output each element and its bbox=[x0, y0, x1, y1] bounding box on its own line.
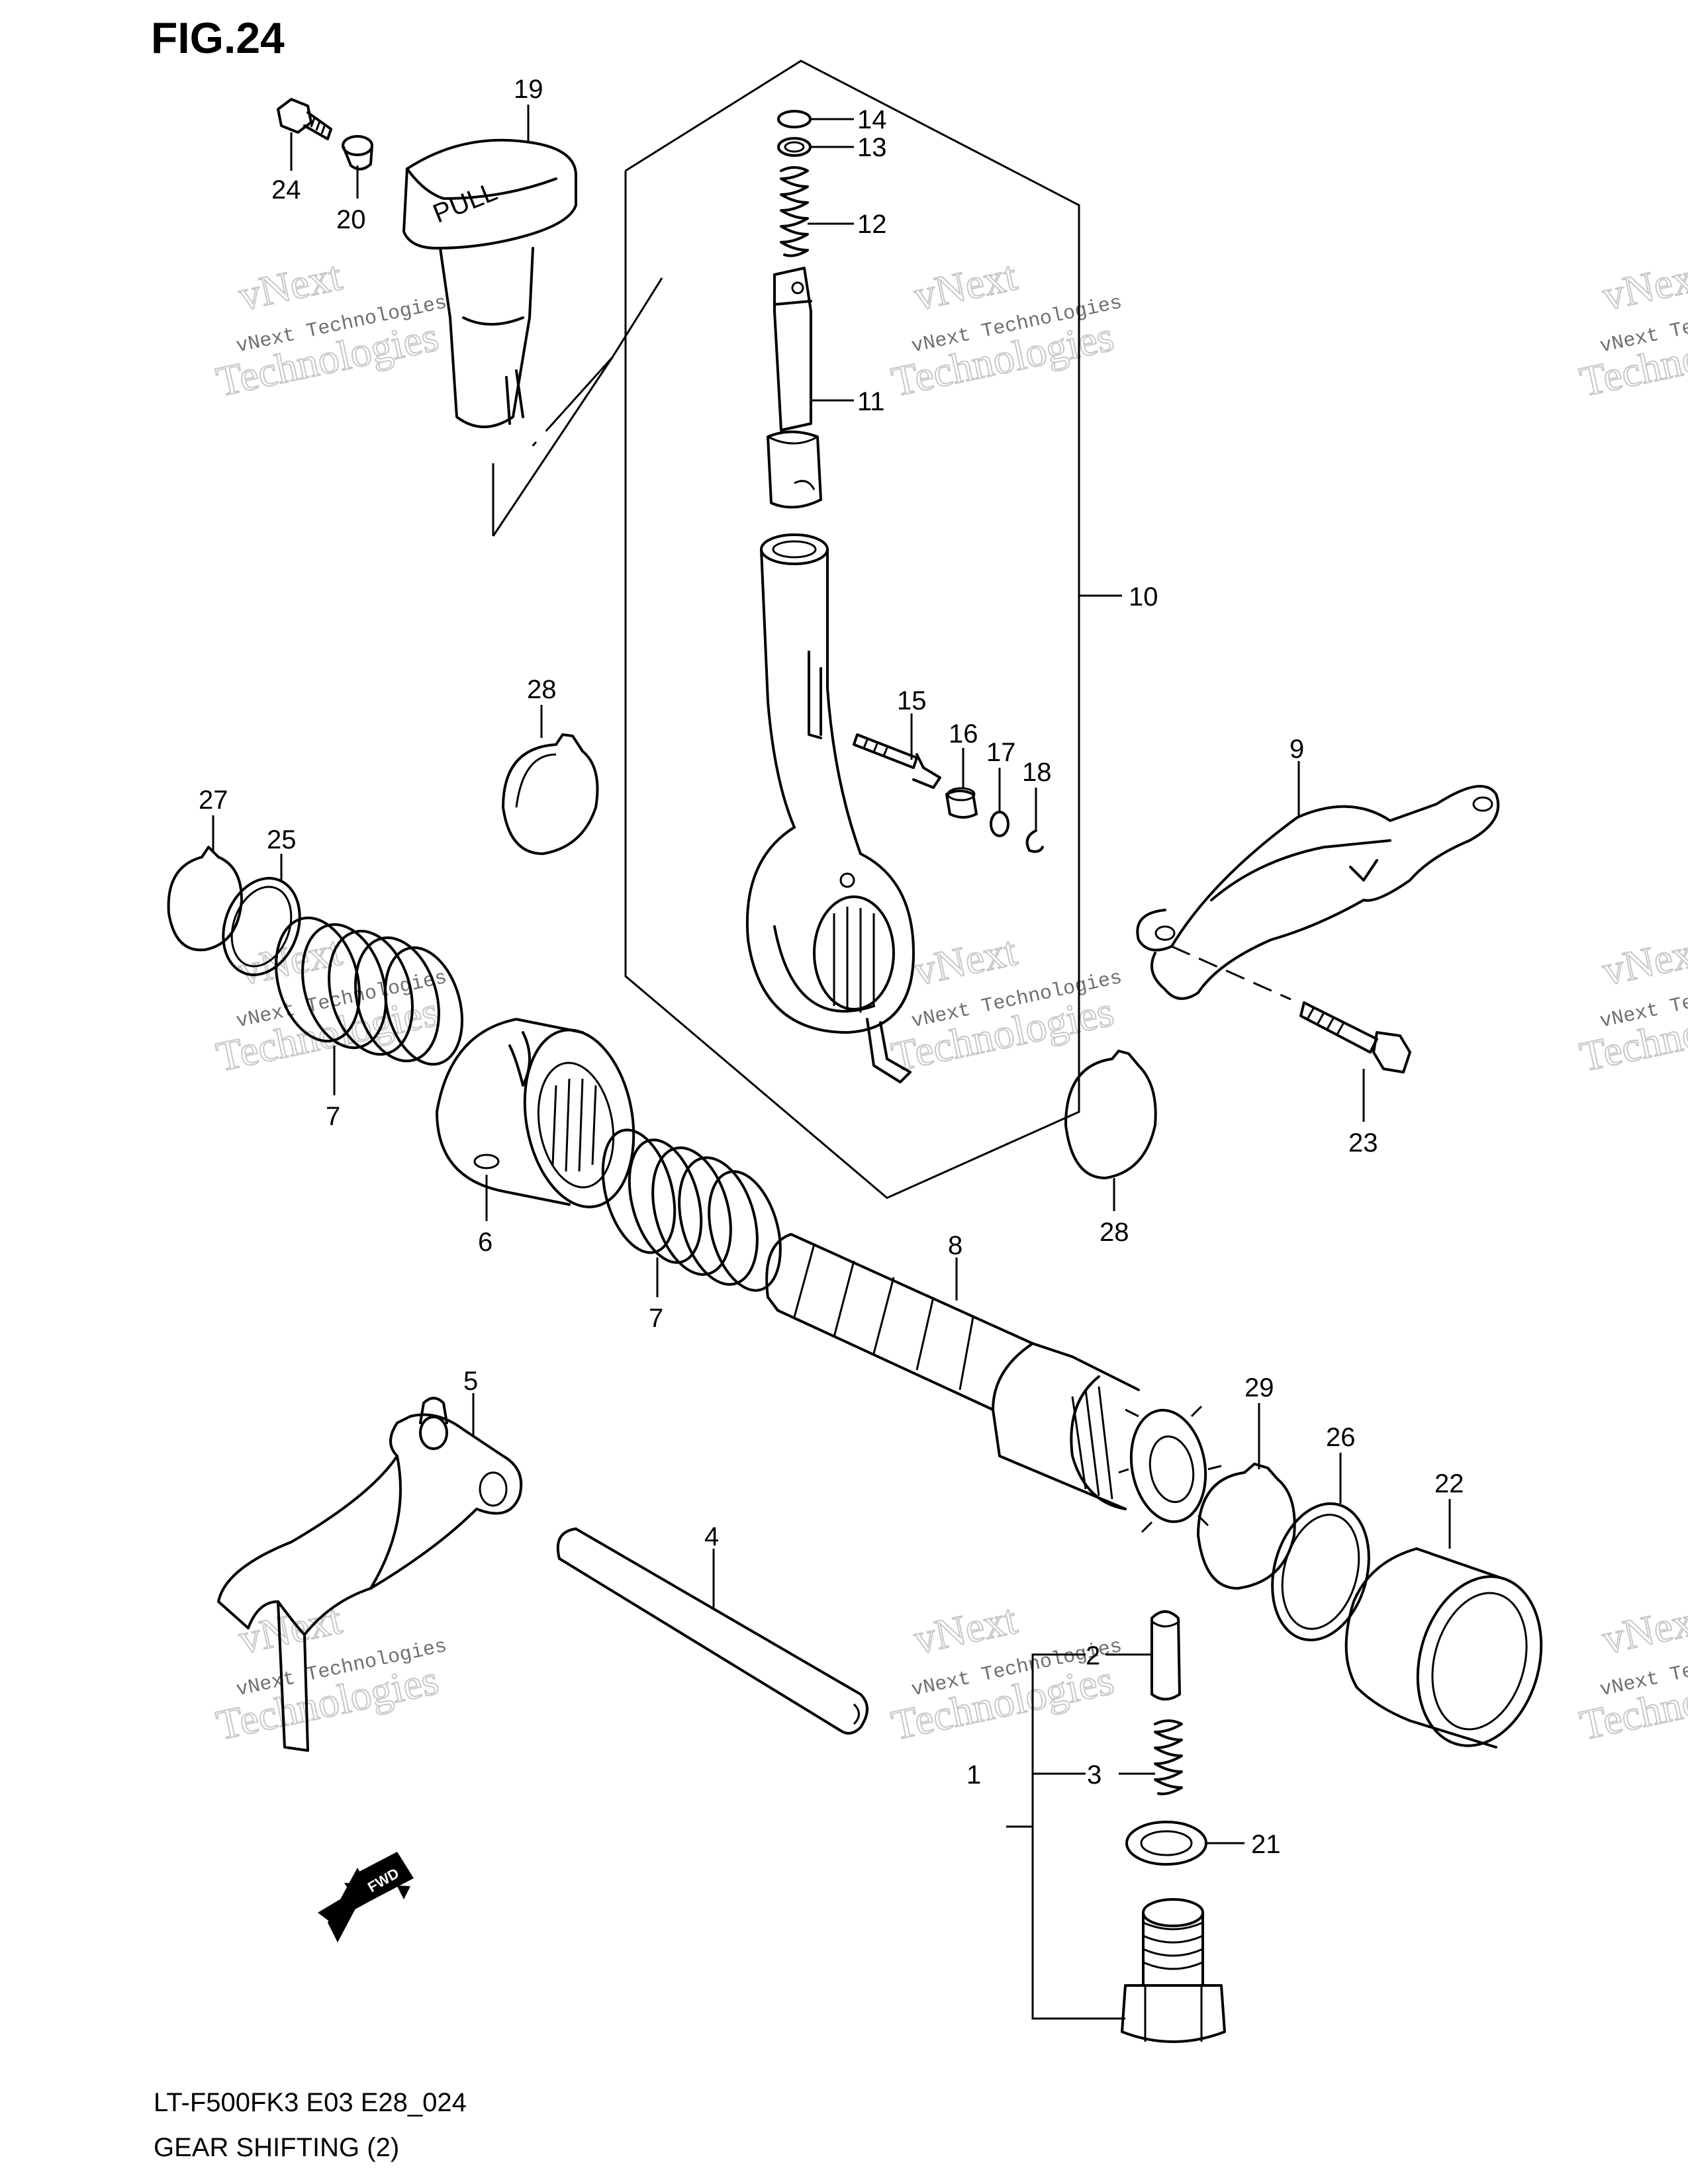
callout-11: 11 bbox=[857, 387, 885, 416]
washer-21 bbox=[1125, 1821, 1207, 1866]
bushing-16 bbox=[945, 787, 978, 819]
callout-18: 18 bbox=[1022, 758, 1052, 787]
callout-4: 4 bbox=[704, 1522, 719, 1551]
callout-2: 2 bbox=[1086, 1641, 1100, 1670]
shaft-11 bbox=[767, 267, 822, 509]
callout-12: 12 bbox=[857, 210, 887, 239]
figure-title: FIG.24 bbox=[151, 13, 285, 62]
spring-7-upper bbox=[275, 916, 464, 1066]
callout-15: 15 bbox=[897, 686, 927, 715]
watermark-2: vNext vNext Technologies Technologies bbox=[887, 251, 1125, 406]
washer-25 bbox=[222, 877, 301, 976]
callout-labels: 1 2 3 4 5 6 7 7 8 9 10 11 12 13 14 15 16… bbox=[199, 75, 1464, 1859]
watermark-4: vNext vNext Technologies Technologies bbox=[887, 927, 1125, 1081]
collar-20 bbox=[342, 135, 373, 171]
callout-1: 1 bbox=[966, 1760, 981, 1790]
fwd-arrow-icon: FWD bbox=[318, 1852, 414, 1942]
rod-4 bbox=[556, 1527, 868, 1735]
watermark-3: vNext vNext Technologies Technologies bbox=[212, 927, 449, 1081]
pull-knob: PULL bbox=[402, 138, 577, 428]
spring-12 bbox=[780, 166, 809, 257]
screw-24 bbox=[277, 98, 332, 140]
callout-7-lower: 7 bbox=[649, 1304, 663, 1333]
shift-fork-5 bbox=[217, 1396, 523, 1752]
callout-8: 8 bbox=[948, 1231, 962, 1260]
callout-27: 27 bbox=[199, 786, 228, 815]
watermark-9: vNext vNext Technologies Technologies bbox=[1575, 1595, 1688, 1750]
circlip-28-upper bbox=[502, 733, 599, 855]
callout-13: 13 bbox=[857, 133, 887, 162]
section-title: GEAR SHIFTING (2) bbox=[154, 2133, 399, 2162]
svg-text:vNext: vNext bbox=[1598, 252, 1688, 320]
callout-7-upper: 7 bbox=[326, 1102, 340, 1131]
circlip-28-lower bbox=[1064, 1050, 1157, 1179]
callout-29: 29 bbox=[1244, 1373, 1274, 1402]
shift-arm-10 bbox=[745, 533, 915, 1083]
svg-text:vNext: vNext bbox=[234, 1596, 346, 1663]
plunger-2 bbox=[1150, 1610, 1181, 1701]
washer-13 bbox=[777, 137, 812, 157]
watermark-line1: vNext bbox=[234, 252, 346, 320]
bolt-23 bbox=[1299, 1001, 1411, 1073]
washer-26 bbox=[1271, 1502, 1370, 1642]
callout-5: 5 bbox=[463, 1367, 478, 1396]
callout-10: 10 bbox=[1129, 582, 1158, 612]
watermark-1: vNext vNext Technologies Technologies bbox=[212, 251, 449, 406]
callout-25: 25 bbox=[267, 825, 297, 854]
assembly-box-outline bbox=[522, 60, 1080, 1199]
bracket-dashed-line bbox=[1171, 945, 1291, 1001]
callout-19: 19 bbox=[514, 75, 543, 104]
callout-24: 24 bbox=[271, 175, 301, 205]
watermark-8: vNext vNext Technologies Technologies bbox=[1575, 927, 1688, 1081]
watermarks: vNext vNext Technologies Technologies vN… bbox=[212, 251, 1688, 1750]
leader-lines bbox=[212, 105, 1451, 2020]
plug-1 bbox=[1121, 1898, 1226, 2043]
circlip-29 bbox=[1197, 1463, 1296, 1590]
watermark-5: vNext vNext Technologies Technologies bbox=[212, 1595, 449, 1750]
pin-15 bbox=[853, 733, 941, 789]
svg-text:vNext: vNext bbox=[910, 1596, 1021, 1663]
washer-17 bbox=[990, 811, 1009, 837]
clip-18 bbox=[1025, 829, 1044, 853]
bracket-9 bbox=[1136, 785, 1500, 1000]
knob-text: PULL bbox=[429, 177, 501, 228]
bearing-22 bbox=[1344, 1547, 1543, 1749]
callout-21: 21 bbox=[1251, 1830, 1281, 1859]
callout-14: 14 bbox=[857, 105, 887, 134]
callout-17: 17 bbox=[986, 738, 1016, 767]
callout-28-upper: 28 bbox=[527, 675, 557, 704]
watermark-7: vNext vNext Technologies Technologies bbox=[1575, 251, 1688, 406]
svg-text:vNext: vNext bbox=[1598, 927, 1688, 995]
callout-16: 16 bbox=[949, 719, 978, 749]
svg-text:vNext: vNext bbox=[910, 252, 1021, 320]
spring-7-lower bbox=[601, 1128, 782, 1292]
knob-connector-lines bbox=[492, 357, 614, 537]
callout-26: 26 bbox=[1326, 1423, 1356, 1452]
svg-text:vNext: vNext bbox=[910, 927, 1021, 995]
circlip-14 bbox=[777, 110, 812, 128]
callout-20: 20 bbox=[336, 205, 366, 234]
callout-22: 22 bbox=[1434, 1469, 1464, 1498]
spline-shaft-8 bbox=[765, 1233, 1222, 1533]
model-line: LT-F500FK3 E03 E28_024 bbox=[154, 2088, 467, 2117]
svg-text:vNext: vNext bbox=[1598, 1596, 1688, 1663]
spring-3 bbox=[1154, 1719, 1183, 1796]
callout-9: 9 bbox=[1289, 735, 1304, 764]
sleeve-6 bbox=[436, 1018, 635, 1208]
circlip-27 bbox=[167, 846, 243, 952]
callout-3: 3 bbox=[1087, 1760, 1102, 1790]
callout-6: 6 bbox=[478, 1228, 492, 1257]
callout-28-lower: 28 bbox=[1100, 1218, 1129, 1247]
callout-23: 23 bbox=[1348, 1128, 1378, 1158]
